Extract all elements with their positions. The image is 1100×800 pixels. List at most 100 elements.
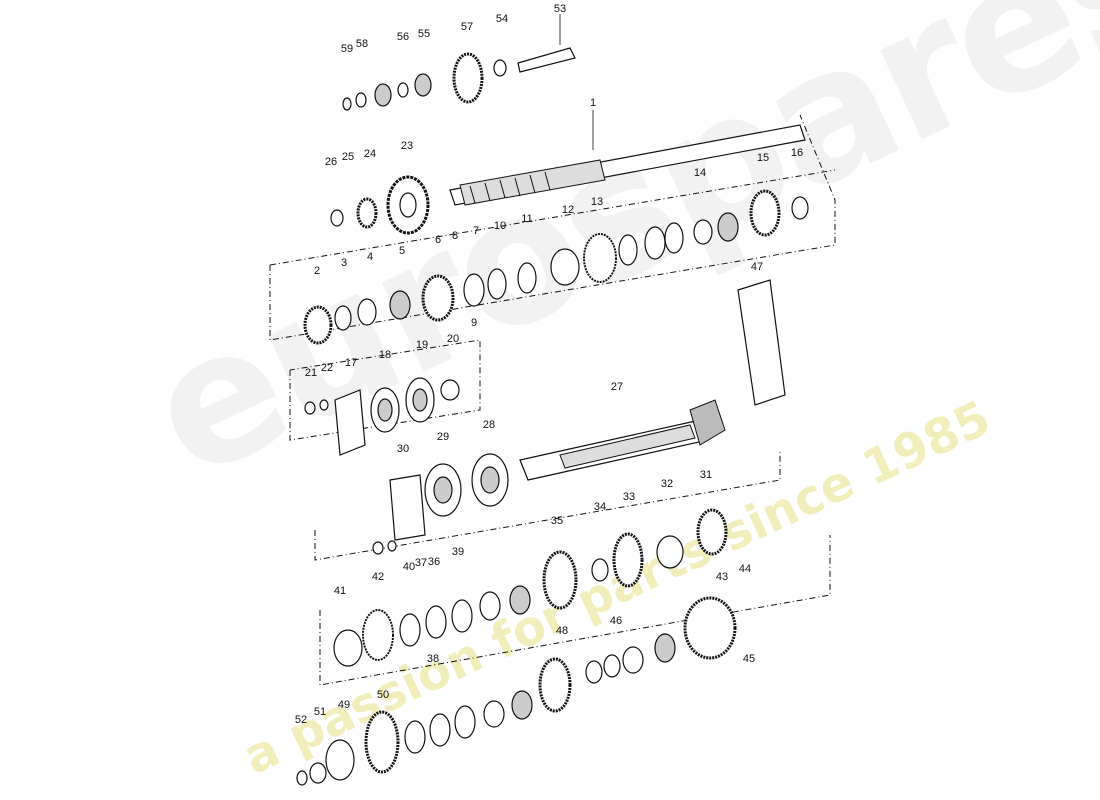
callout-17: 17 [345, 357, 357, 369]
callout-59: 59 [341, 43, 353, 55]
bearing-5b [717, 212, 739, 242]
ring-10c [454, 705, 476, 739]
callout-22: 22 [321, 362, 333, 374]
callout-2: 2 [314, 265, 320, 277]
callout-58: 58 [356, 38, 368, 50]
gasket-47 [737, 279, 786, 406]
callout-10: 10 [494, 220, 506, 232]
ring-11c [404, 720, 426, 754]
ring-11b [618, 234, 638, 266]
callout-6: 6 [435, 234, 441, 246]
callout-11: 11 [521, 213, 532, 225]
leader-lines [559, 14, 594, 150]
bush-14 [693, 219, 713, 245]
callout-42: 42 [372, 571, 384, 583]
gear-31 [696, 508, 728, 556]
callout-9: 9 [471, 317, 477, 329]
bush-4 [357, 298, 377, 326]
ring-10 [487, 268, 507, 300]
flange-30 [389, 474, 426, 541]
callout-54: 54 [496, 13, 508, 25]
callout-50: 50 [377, 689, 389, 701]
sleeve-42 [362, 609, 394, 661]
nut-51 [309, 762, 327, 784]
callout-47: 47 [751, 261, 763, 273]
bearing-55 [414, 73, 432, 97]
callout-24: 24 [364, 148, 376, 160]
ring-3 [334, 305, 352, 331]
callout-41: 41 [334, 585, 346, 597]
gear-50 [364, 710, 400, 774]
callout-45: 45 [743, 653, 755, 665]
callout-3: 3 [341, 257, 347, 269]
callout-20: 20 [447, 333, 459, 345]
callout-28: 28 [483, 419, 495, 431]
gear-15 [749, 189, 781, 237]
washer-58 [355, 92, 367, 108]
callout-52: 52 [295, 714, 307, 726]
callout-32: 32 [661, 478, 673, 490]
gear-6 [421, 274, 455, 322]
callout-12: 12 [562, 204, 574, 216]
callout-18: 18 [379, 349, 391, 361]
gear-33 [612, 532, 644, 588]
washer-16 [791, 196, 809, 220]
callout-39: 39 [452, 546, 464, 558]
ring-10b [664, 222, 684, 254]
nut-21b [372, 541, 384, 555]
gear-57 [452, 52, 484, 104]
mainshaft [449, 124, 806, 206]
washer-22b [387, 540, 397, 552]
hub-12 [550, 248, 580, 286]
callout-25: 25 [342, 151, 354, 163]
washer-22 [319, 399, 329, 411]
washer-52 [296, 770, 308, 786]
hub-41 [333, 629, 363, 667]
ring-56 [397, 82, 409, 98]
ring-11 [517, 262, 537, 294]
callout-4: 4 [367, 251, 373, 263]
callout-43: 43 [716, 571, 728, 583]
ring-46 [603, 654, 621, 678]
callout-46: 46 [610, 615, 622, 627]
callout-48: 48 [556, 625, 568, 637]
callout-55: 55 [418, 28, 430, 40]
gear-48 [538, 657, 572, 713]
callout-31: 31 [700, 469, 712, 481]
group-frames [269, 114, 836, 686]
gear-24 [356, 197, 378, 229]
callout-19: 19 [416, 339, 428, 351]
synchro-8 [463, 273, 485, 307]
synchro-8b [429, 713, 451, 747]
gear-35 [542, 550, 578, 610]
callout-21: 21 [305, 367, 317, 379]
callout-53: 53 [554, 3, 566, 15]
callout-5: 5 [399, 245, 405, 257]
callout-29: 29 [437, 431, 449, 443]
pinion-shaft [519, 399, 726, 481]
ring-34 [591, 558, 609, 582]
washer-59 [342, 97, 352, 111]
callout-49: 49 [338, 699, 350, 711]
callout-13: 13 [591, 196, 603, 208]
callout-27: 27 [611, 381, 623, 393]
sleeve-13 [583, 233, 617, 283]
callout-38: 38 [427, 653, 439, 665]
callout-34: 34 [594, 501, 606, 513]
bearing-5 [389, 290, 411, 320]
hub-49 [325, 739, 355, 781]
callout-7: 7 [473, 225, 479, 237]
bearing-55b [374, 83, 392, 107]
callout-30: 30 [397, 443, 409, 455]
callout-26: 26 [325, 156, 337, 168]
ring-39 [451, 599, 473, 633]
callout-35: 35 [551, 515, 563, 527]
ring-40 [399, 613, 421, 647]
callout-44: 44 [739, 563, 751, 575]
bush-32 [656, 535, 684, 569]
callout-57: 57 [461, 21, 473, 33]
callout-56: 56 [397, 31, 409, 43]
bearing-5c [509, 585, 531, 615]
